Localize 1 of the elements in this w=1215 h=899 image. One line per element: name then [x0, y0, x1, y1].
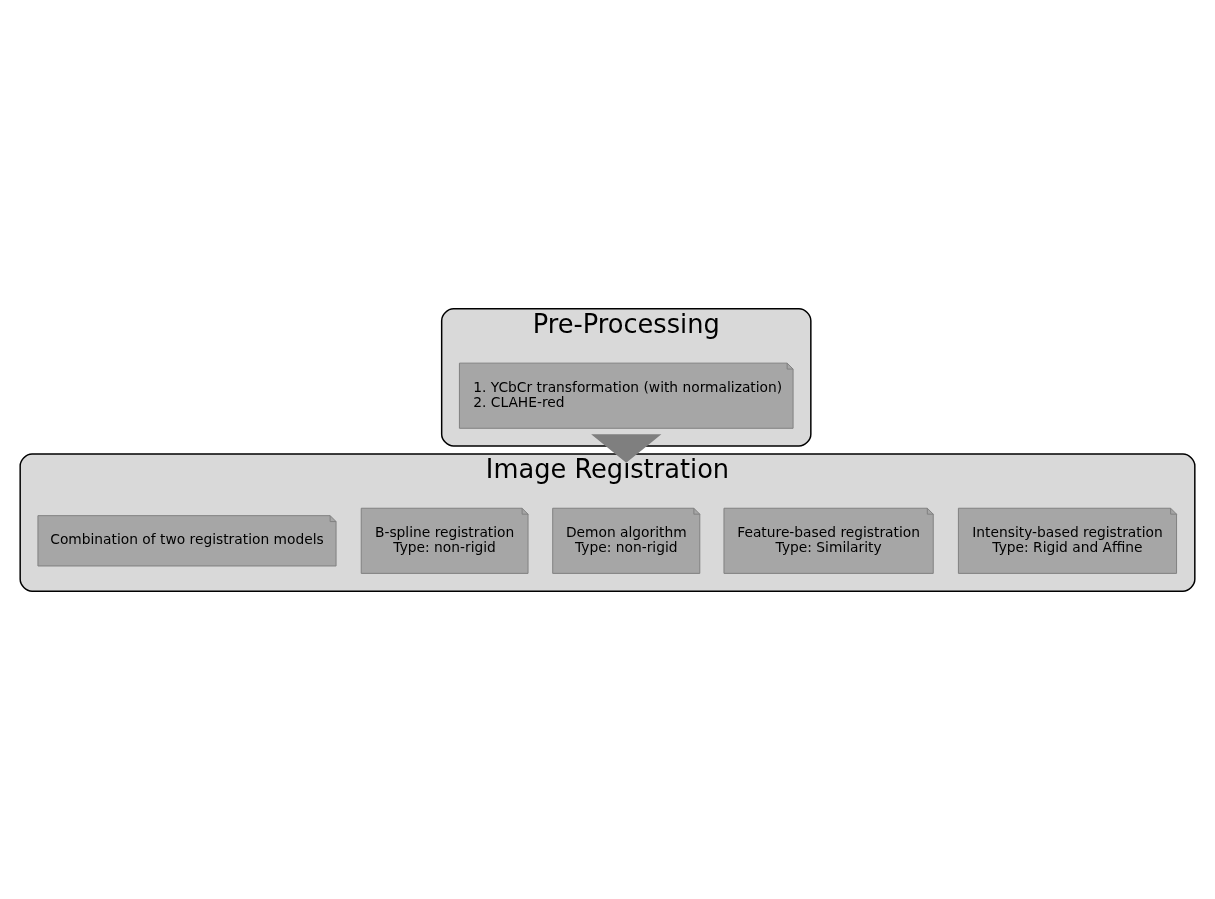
arrow — [591, 433, 662, 463]
